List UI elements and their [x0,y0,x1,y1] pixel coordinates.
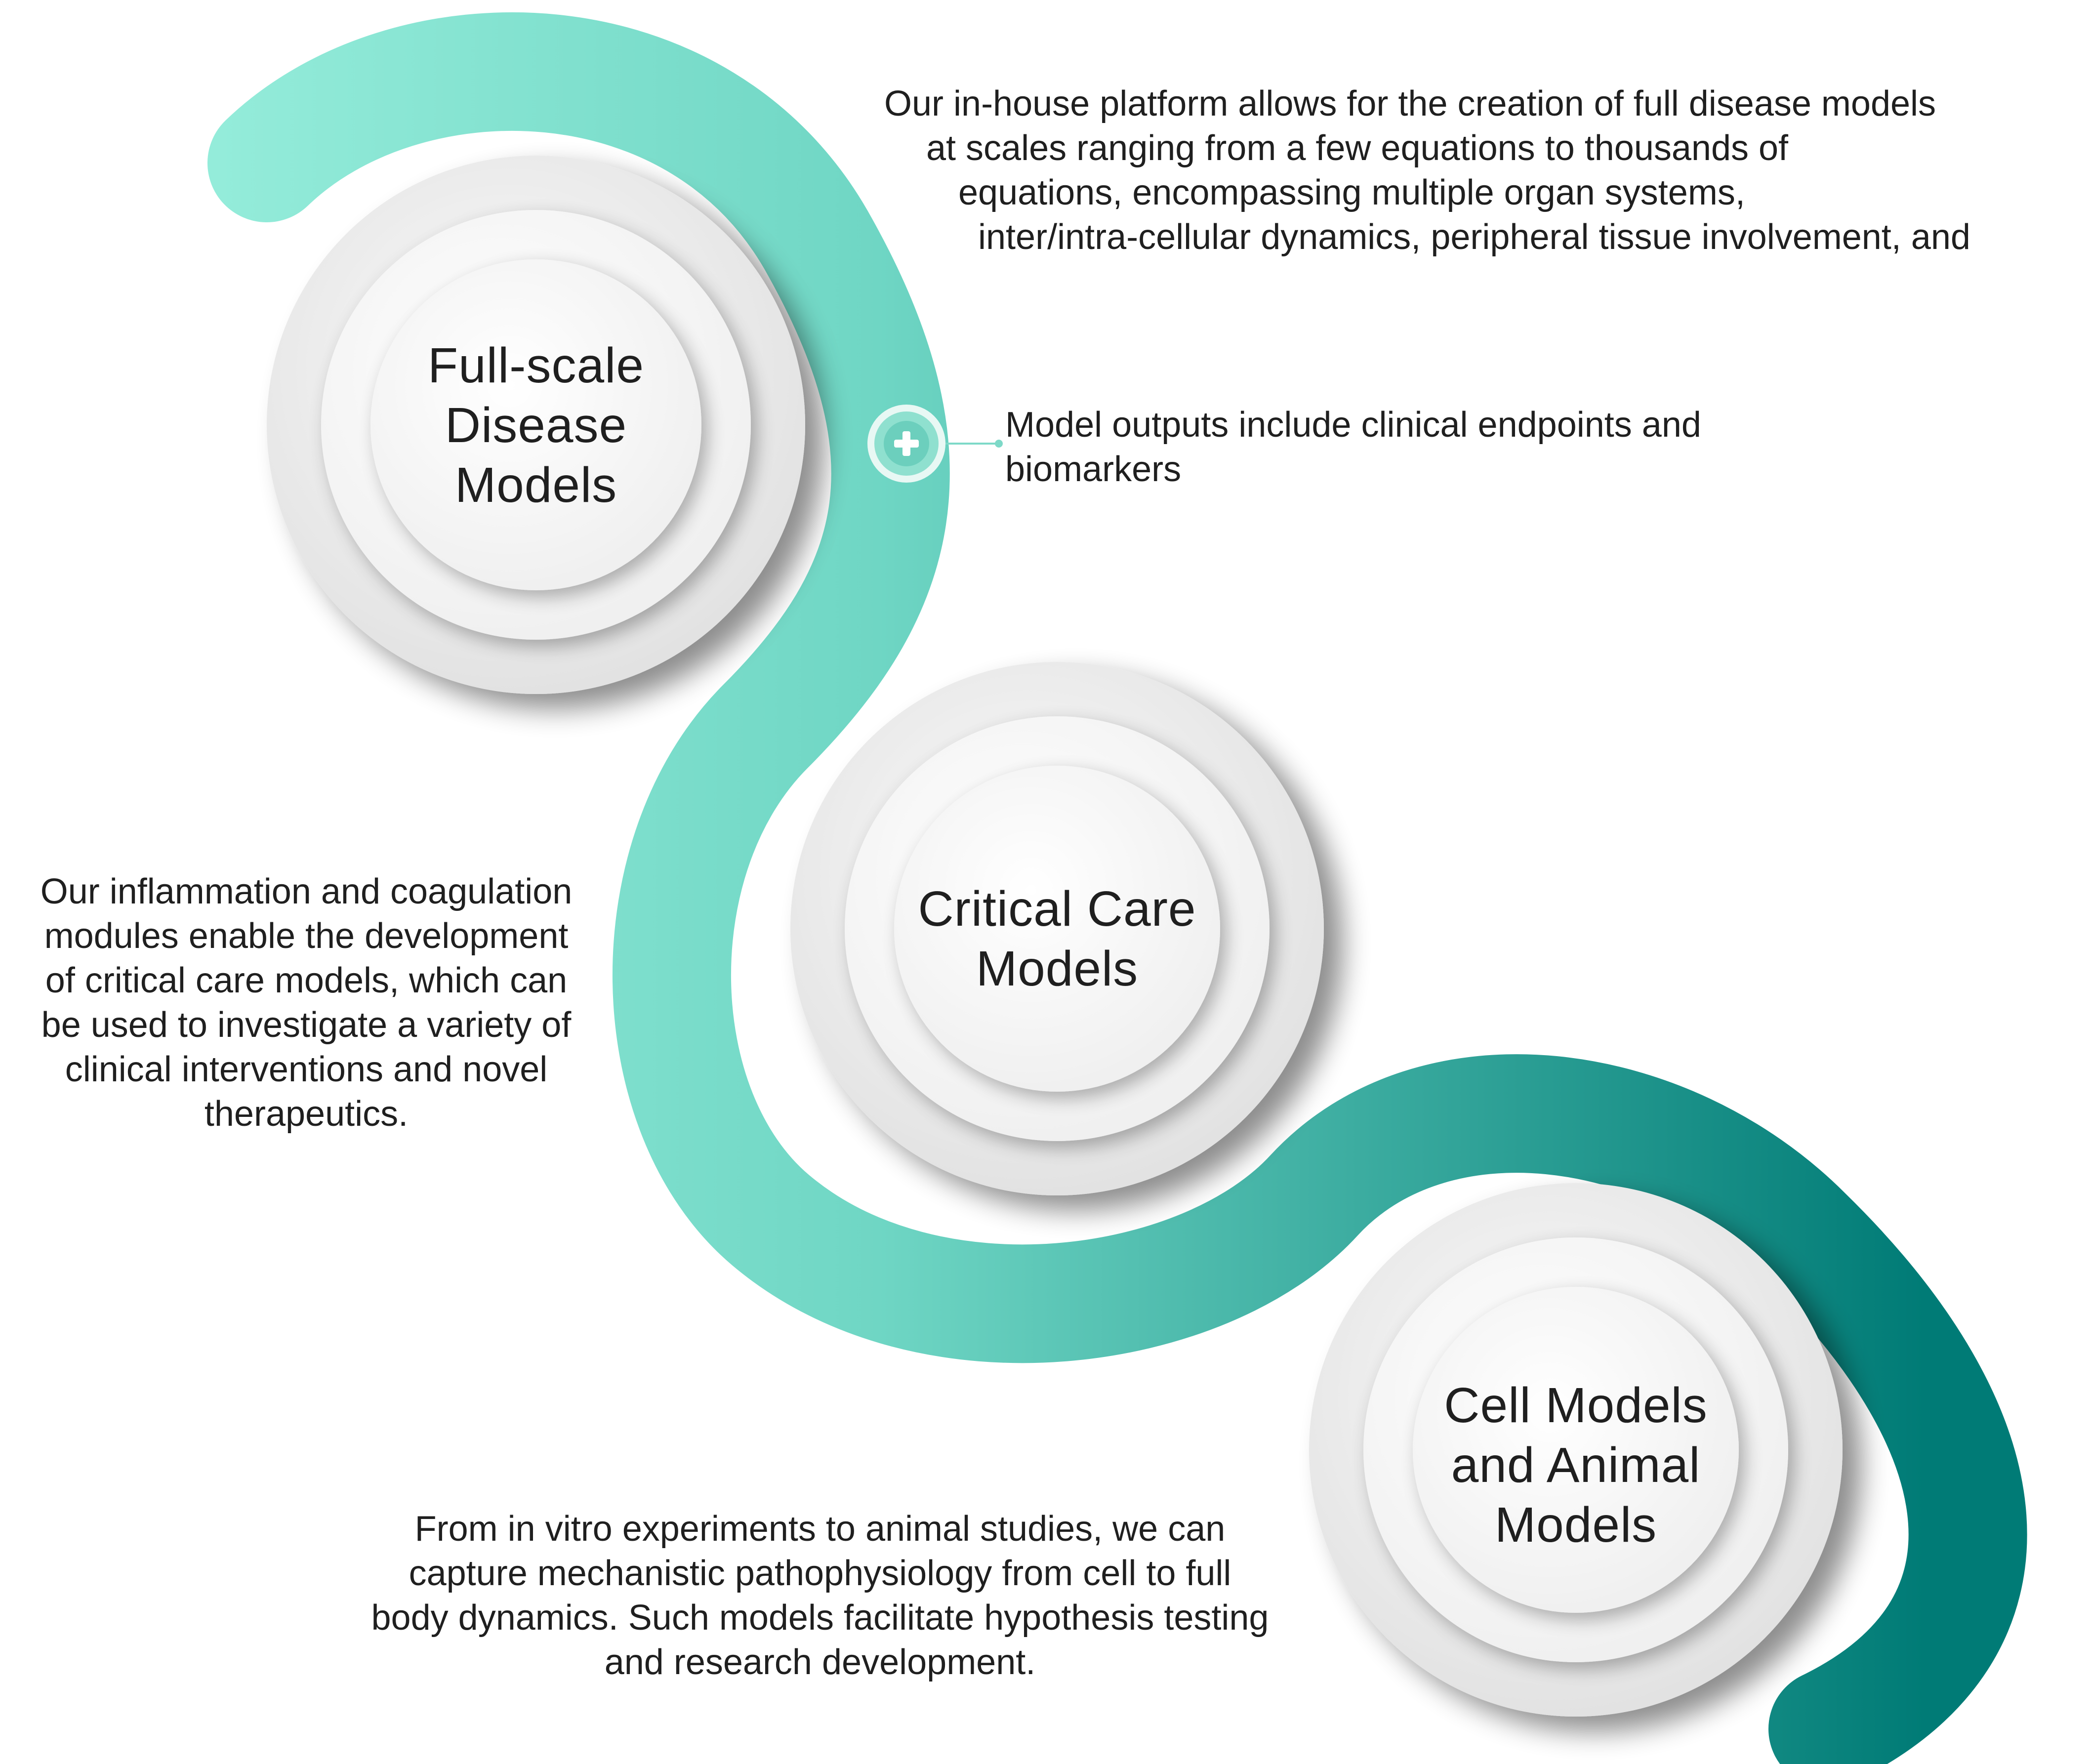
critical-care-description-line: Our inflammation and coagulation [40,872,573,911]
node-critical-care-inner-disc [894,766,1220,1092]
node-cell-animal-title-line: and Animal [1451,1437,1701,1493]
node-full-scale-title: Full-scale Disease Models [388,336,684,515]
outputs-description-line: Model outputs include clinical endpoints… [1005,405,1701,445]
plus-icon[interactable] [867,405,945,483]
critical-care-description-line: therapeutics. [204,1094,409,1134]
node-cell-animal-title-line: Cell Models [1444,1378,1708,1433]
platform-description: Our in-house platform allows for the cre… [884,82,1970,259]
cell-animal-description: From in vitro experiments to animal stud… [296,1507,1344,1684]
node-critical-care-title: Critical Care Models [884,879,1230,999]
platform-description-line: at scales ranging from a few equations t… [926,128,1789,168]
critical-care-description-line: of critical care models, which can [45,961,568,1000]
node-full-scale [267,156,805,694]
node-cell-animal [1309,1183,1843,1717]
cell-animal-description-line: capture mechanistic pathophysiology from… [409,1554,1231,1593]
critical-care-description-line: be used to investigate a variety of [41,1005,572,1045]
ribbon-path [207,12,2027,1764]
node-cell-animal-inner-disc [1413,1287,1739,1613]
platform-description-line: inter/intra-cellular dynamics, periphera… [978,217,1970,257]
cell-animal-description-line: From in vitro experiments to animal stud… [414,1509,1226,1549]
outputs-description-line: biomarkers [1005,450,1182,489]
node-critical-care-title-line: Critical Care [918,881,1196,937]
node-full-scale-title-line: Models [454,457,617,513]
critical-care-description-line: modules enable the development [44,916,569,956]
outputs-description: Model outputs include clinical endpoints… [1005,403,1701,492]
node-cell-animal-title-line: Models [1494,1497,1657,1553]
node-critical-care-title-line: Models [976,941,1139,996]
critical-care-description: Our inflammation and coagulation modules… [0,869,613,1136]
platform-description-line: Our in-house platform allows for the cre… [884,84,1936,123]
cell-animal-description-line: body dynamics. Such models facilitate hy… [371,1598,1269,1638]
node-full-scale-title-line: Disease [445,398,627,453]
node-full-scale-title-line: Full-scale [428,338,644,393]
cell-animal-description-line: and research development. [604,1642,1036,1682]
outputs-connector-dot [995,440,1003,448]
critical-care-description-line: clinical interventions and novel [65,1050,548,1089]
platform-description-line: equations, encompassing multiple organ s… [958,173,1745,212]
node-cell-animal-title: Cell Models and Animal Models [1403,1376,1749,1555]
node-critical-care [790,662,1324,1195]
node-full-scale-inner-disc [370,259,701,590]
